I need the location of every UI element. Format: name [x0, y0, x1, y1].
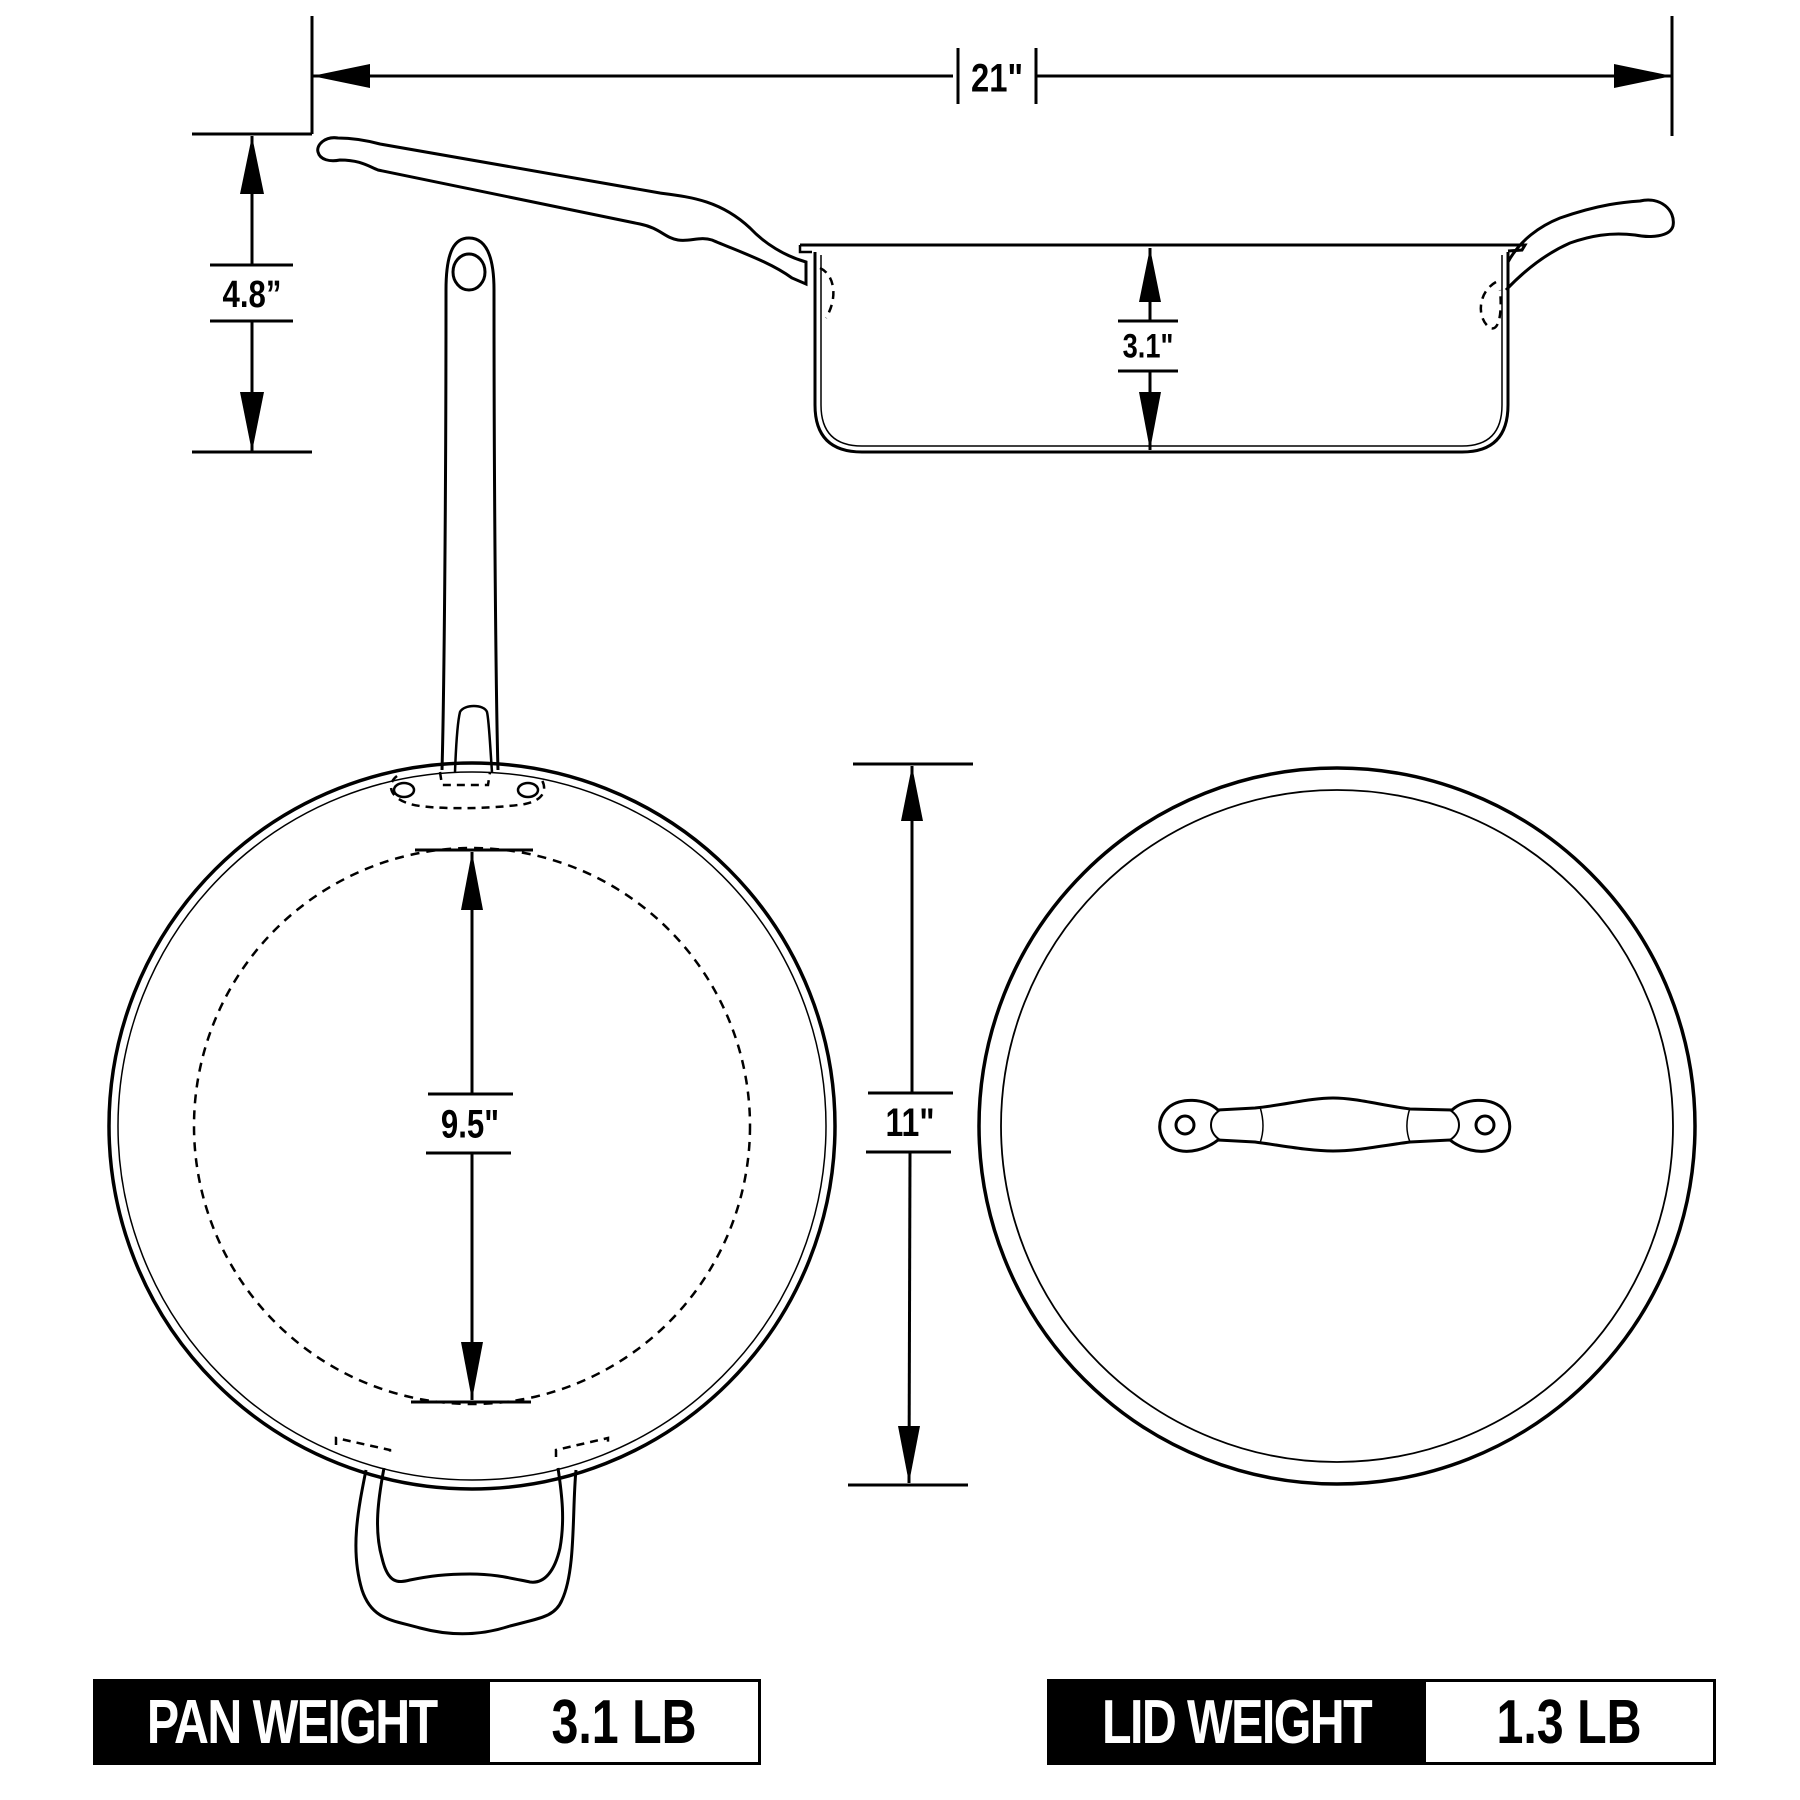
top-view-lid: [977, 766, 1697, 1486]
diameter-dimension: 11": [848, 762, 973, 1487]
overall-length-label: 21": [971, 56, 1023, 101]
lid-weight-value: 1.3 LB: [1426, 1679, 1716, 1765]
pan-weight-box: PAN WEIGHT 3.1 LB: [93, 1679, 761, 1765]
overall-height-dimension: 4.8”: [192, 136, 312, 454]
pan-weight-value: 3.1 LB: [490, 1679, 761, 1765]
cooking-surface-dimension: 9.5": [411, 848, 533, 1404]
diameter-label: 11": [885, 1099, 934, 1144]
lid-weight-box: LID WEIGHT 1.3 LB: [1047, 1679, 1716, 1765]
lid-weight-label: LID WEIGHT: [1047, 1679, 1426, 1765]
pan-depth-dimension: 3.1": [1118, 248, 1178, 450]
pan-depth-label: 3.1": [1123, 327, 1174, 366]
side-view-pan: [316, 136, 1675, 454]
top-view-pan: [107, 236, 837, 1636]
cooking-surface-label: 9.5": [441, 1102, 499, 1147]
pan-weight-label: PAN WEIGHT: [93, 1679, 490, 1765]
overall-length-dimension: 21": [192, 16, 1674, 136]
lid-handle: [1158, 1096, 1512, 1153]
overall-height-label: 4.8”: [223, 274, 282, 316]
